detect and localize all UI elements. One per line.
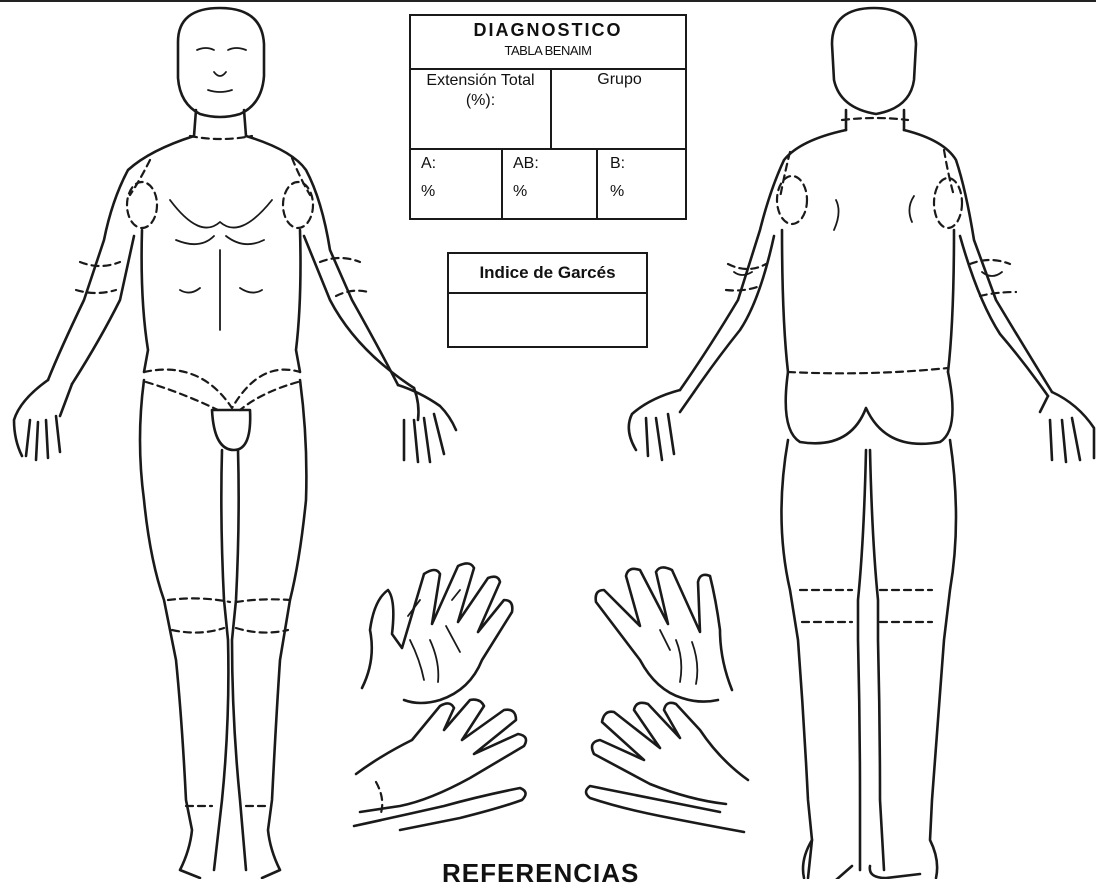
tabla-benaim-subtitle: TABLA BENAIM	[411, 43, 685, 58]
cell-ab-unit: %	[513, 178, 595, 206]
indice-garces-title: Indice de Garcés	[449, 254, 646, 294]
cell-a[interactable]: A: %	[411, 148, 503, 218]
palm-right-hand	[596, 567, 732, 701]
indice-garces-value-field[interactable]	[449, 294, 646, 348]
cell-b[interactable]: B: %	[596, 148, 685, 218]
cell-b-unit: %	[610, 178, 685, 206]
referencias-heading: REFERENCIAS	[442, 858, 639, 889]
cell-a-label: A:	[421, 150, 501, 178]
back-right-hand	[586, 703, 748, 832]
diagnostico-bottom-row: A: % AB: % B: %	[411, 148, 685, 218]
diagnostico-title: DIAGNOSTICO	[411, 20, 685, 41]
cell-ab[interactable]: AB: %	[505, 148, 595, 218]
extension-total-field[interactable]: Extensión Total (%):	[411, 68, 552, 148]
cell-ab-label: AB:	[513, 150, 595, 178]
back-left-hand	[354, 700, 526, 830]
diagnostico-header: DIAGNOSTICO TABLA BENAIM	[411, 16, 685, 70]
diagnostico-table: DIAGNOSTICO TABLA BENAIM Extensión Total…	[409, 14, 687, 220]
cell-b-label: B:	[610, 150, 685, 178]
indice-garces-box: Indice de Garcés	[447, 252, 648, 348]
palm-left-hand	[362, 563, 512, 703]
back-body-figure	[629, 8, 1094, 879]
grupo-field[interactable]: Grupo	[554, 68, 685, 148]
front-body-figure	[14, 8, 456, 878]
cell-a-unit: %	[421, 178, 501, 206]
diagnostico-middle-row: Extensión Total (%): Grupo	[411, 68, 685, 150]
